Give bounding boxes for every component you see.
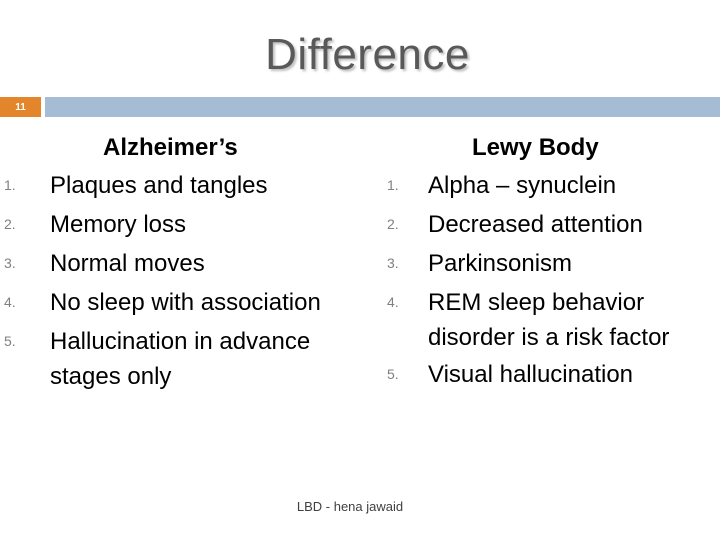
list-item: 3. Parkinsonism xyxy=(380,244,720,283)
list-item: 2. Memory loss xyxy=(0,205,350,244)
item-number: 1. xyxy=(387,177,399,193)
item-number: 3. xyxy=(4,255,16,271)
item-text: Normal moves xyxy=(50,250,205,277)
list-item: 5. Visual hallucination xyxy=(380,355,720,394)
item-number: 5. xyxy=(387,366,399,382)
list-item: 5. Hallucination in advance stages only xyxy=(0,322,350,394)
item-text: Alpha – synuclein xyxy=(428,172,617,199)
slide-footer: LBD - hena jawaid xyxy=(296,499,404,514)
item-text: Decreased attention xyxy=(428,211,643,238)
item-text: Memory loss xyxy=(50,211,187,238)
item-number: 3. xyxy=(387,255,399,271)
item-text: Visual hallucination xyxy=(428,361,634,388)
item-text: No sleep with association xyxy=(50,289,321,316)
alzheimers-list: 1. Plaques and tangles 2. Memory loss 3.… xyxy=(0,166,350,394)
list-item: 3. Normal moves xyxy=(0,244,350,283)
item-text: Hallucination in advance stages only xyxy=(50,328,311,390)
lewy-body-column: Lewy Body 1. Alpha – synuclein 2. Decrea… xyxy=(380,130,720,394)
item-number: 2. xyxy=(387,216,399,232)
item-text: Parkinsonism xyxy=(428,250,573,277)
lewy-body-heading: Lewy Body xyxy=(472,134,599,161)
item-number: 5. xyxy=(4,333,16,349)
slide-title: Difference xyxy=(265,30,470,79)
list-item: 1. Plaques and tangles xyxy=(0,166,350,205)
list-item: 4. No sleep with association xyxy=(0,283,350,322)
header-bar xyxy=(45,97,720,117)
slide-number-badge: 11 xyxy=(0,97,41,117)
alzheimers-heading: Alzheimer’s xyxy=(103,134,238,161)
list-item: 1. Alpha – synuclein xyxy=(380,166,720,205)
lewy-body-list: 1. Alpha – synuclein 2. Decreased attent… xyxy=(380,166,720,394)
item-number: 4. xyxy=(4,294,16,310)
item-text: Plaques and tangles xyxy=(50,172,268,199)
item-number: 2. xyxy=(4,216,16,232)
list-item: 2. Decreased attention xyxy=(380,205,720,244)
list-item: 4. REM sleep behavior disorder is a risk… xyxy=(380,283,720,355)
item-number: 1. xyxy=(4,177,16,193)
item-number: 4. xyxy=(387,294,399,310)
item-text: REM sleep behavior disorder is a risk fa… xyxy=(428,289,670,351)
alzheimers-column: Alzheimer’s 1. Plaques and tangles 2. Me… xyxy=(0,130,350,394)
